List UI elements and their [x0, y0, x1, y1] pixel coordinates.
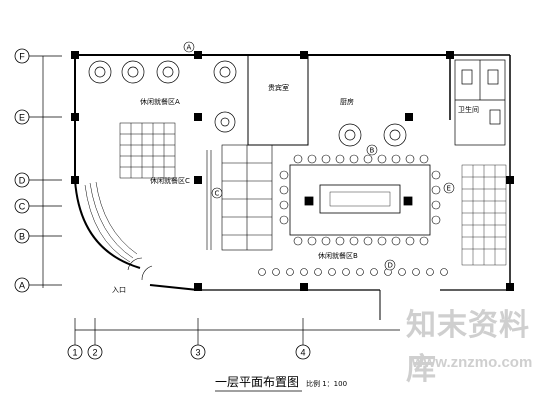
booth-seating: [221, 144, 273, 251]
row-bubbles: F E D C B A: [14, 48, 30, 293]
grid-label-C: C: [19, 202, 26, 212]
staircase: [119, 122, 176, 179]
room-label-toilet: 卫生间: [458, 105, 479, 114]
grid-bubble-3: [190, 344, 206, 360]
vip-room: [247, 54, 309, 146]
tag-D: D: [388, 262, 393, 270]
grid-label-1: 1: [72, 348, 77, 358]
tag-A: A: [187, 44, 192, 52]
room-label-kitchen: 厨房: [340, 97, 354, 106]
grid-bubble-F: [14, 48, 30, 64]
room-label-dining-c: 休闲就餐区C: [150, 176, 190, 185]
dining-b-tables: [338, 123, 407, 147]
toilet-room: [454, 59, 506, 146]
grid-bubble-B: [14, 228, 30, 244]
wall-hatch: [206, 150, 212, 250]
tag-E: E: [447, 185, 451, 193]
grid-bubble-A: [14, 277, 30, 293]
grid-label-2: 2: [92, 348, 97, 358]
room-label-dining-b: 休闲就餐区B: [318, 251, 358, 260]
grid-bubble-2: [87, 344, 103, 360]
counter-stools: [258, 268, 448, 276]
grid-bubble-4: [295, 344, 311, 360]
dining-a-tables: [88, 60, 237, 133]
bottom-grid-axis: [74, 318, 400, 345]
grid-bubble-1: [67, 344, 83, 360]
entrance-door: [127, 257, 153, 281]
grid-bubble-C: [14, 198, 30, 214]
tag-B: B: [370, 147, 375, 155]
room-label-vip: 贵宾室: [268, 83, 289, 92]
col-bubbles: 1 2 3 4: [67, 344, 311, 360]
plan-scale: 比例 1：100: [306, 379, 347, 388]
grid-bubble-E: [14, 109, 30, 125]
grid-label-3: 3: [195, 348, 200, 358]
entrance-label: 入口: [112, 286, 126, 294]
section-tags: A B C D E: [183, 41, 455, 271]
grid-bubble-D: [14, 172, 30, 188]
tag-C: C: [215, 190, 220, 198]
grid-label-A: A: [19, 281, 25, 291]
left-grid-axis: [22, 55, 62, 288]
structural-columns: [71, 51, 514, 291]
grid-label-D: D: [19, 176, 26, 186]
grid-label-F: F: [19, 52, 25, 62]
banquet-table: [289, 164, 431, 236]
exterior-walls: [74, 54, 511, 320]
grid-label-4: 4: [300, 348, 305, 358]
grid-label-B: B: [19, 232, 25, 242]
plan-title: 一层平面布置图: [215, 375, 299, 389]
banquet-chairs: [279, 154, 441, 246]
room-label-dining-a: 休闲就餐区A: [140, 97, 180, 106]
right-hatched-zone: [461, 164, 507, 266]
entrance-lobby-steps: [84, 181, 138, 263]
grid-label-E: E: [19, 113, 25, 123]
